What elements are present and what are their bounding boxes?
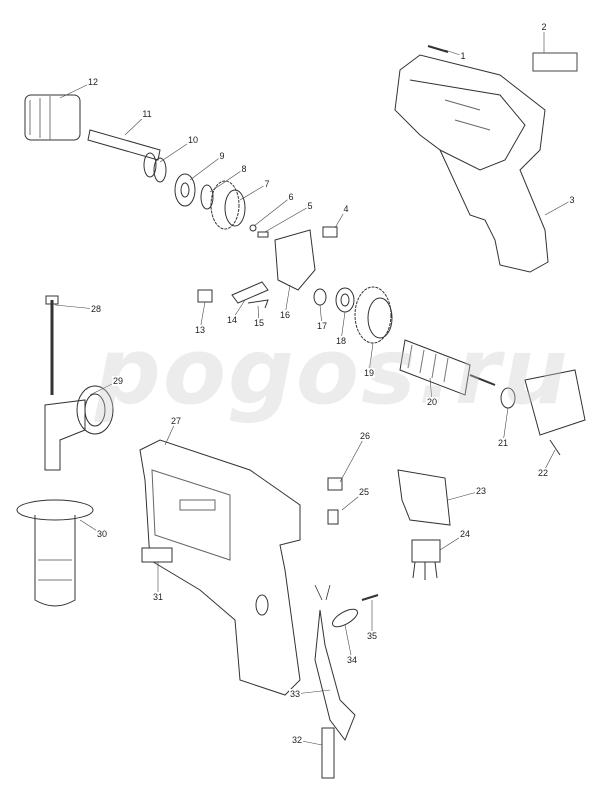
part-label-30: 30 bbox=[95, 529, 109, 539]
part-label-15: 15 bbox=[252, 318, 266, 328]
part-label-16: 16 bbox=[278, 310, 292, 320]
part-label-8: 8 bbox=[240, 164, 248, 174]
leader-line-26 bbox=[339, 435, 366, 483]
part-label-21: 21 bbox=[496, 438, 510, 448]
leader-line-9 bbox=[189, 155, 223, 181]
part-label-35: 35 bbox=[365, 631, 379, 641]
part-label-10: 10 bbox=[186, 135, 200, 145]
part-label-9: 9 bbox=[218, 151, 226, 161]
part-label-5: 5 bbox=[306, 201, 314, 211]
part-label-2: 2 bbox=[540, 22, 548, 32]
part-label-20: 20 bbox=[425, 397, 439, 407]
part-label-7: 7 bbox=[263, 179, 271, 189]
part-label-26: 26 bbox=[358, 431, 372, 441]
leader-line-34 bbox=[344, 624, 353, 661]
part-label-4: 4 bbox=[342, 204, 350, 214]
part-label-33: 33 bbox=[288, 689, 302, 699]
part-label-24: 24 bbox=[458, 529, 472, 539]
part-label-19: 19 bbox=[362, 368, 376, 378]
part-label-6: 6 bbox=[287, 192, 295, 202]
leader-line-7 bbox=[239, 183, 268, 201]
leader-line-6 bbox=[253, 196, 292, 227]
part-label-23: 23 bbox=[474, 486, 488, 496]
part-label-29: 29 bbox=[111, 376, 125, 386]
housing-half bbox=[394, 54, 549, 273]
part-label-11: 11 bbox=[141, 109, 153, 119]
part-label-31: 31 bbox=[151, 592, 165, 602]
part-label-17: 17 bbox=[315, 321, 329, 331]
part-label-25: 25 bbox=[357, 487, 371, 497]
part-label-34: 34 bbox=[345, 655, 359, 665]
leader-line-5 bbox=[264, 205, 311, 233]
leader-line-3 bbox=[544, 199, 573, 216]
part-label-13: 13 bbox=[193, 325, 207, 335]
part-label-18: 18 bbox=[334, 336, 348, 346]
watermark: pogos.ru bbox=[95, 318, 570, 425]
part-label-3: 3 bbox=[568, 195, 576, 205]
leader-line-21 bbox=[502, 407, 509, 444]
part-label-22: 22 bbox=[536, 468, 550, 478]
part-label-32: 32 bbox=[290, 735, 304, 745]
part-label-12: 12 bbox=[86, 77, 100, 87]
leader-line-28 bbox=[54, 304, 97, 310]
part-label-1: 1 bbox=[459, 51, 467, 61]
part-label-27: 27 bbox=[169, 416, 183, 426]
part-label-14: 14 bbox=[225, 315, 239, 325]
part-label-28: 28 bbox=[89, 304, 103, 314]
leader-line-8 bbox=[209, 168, 245, 193]
